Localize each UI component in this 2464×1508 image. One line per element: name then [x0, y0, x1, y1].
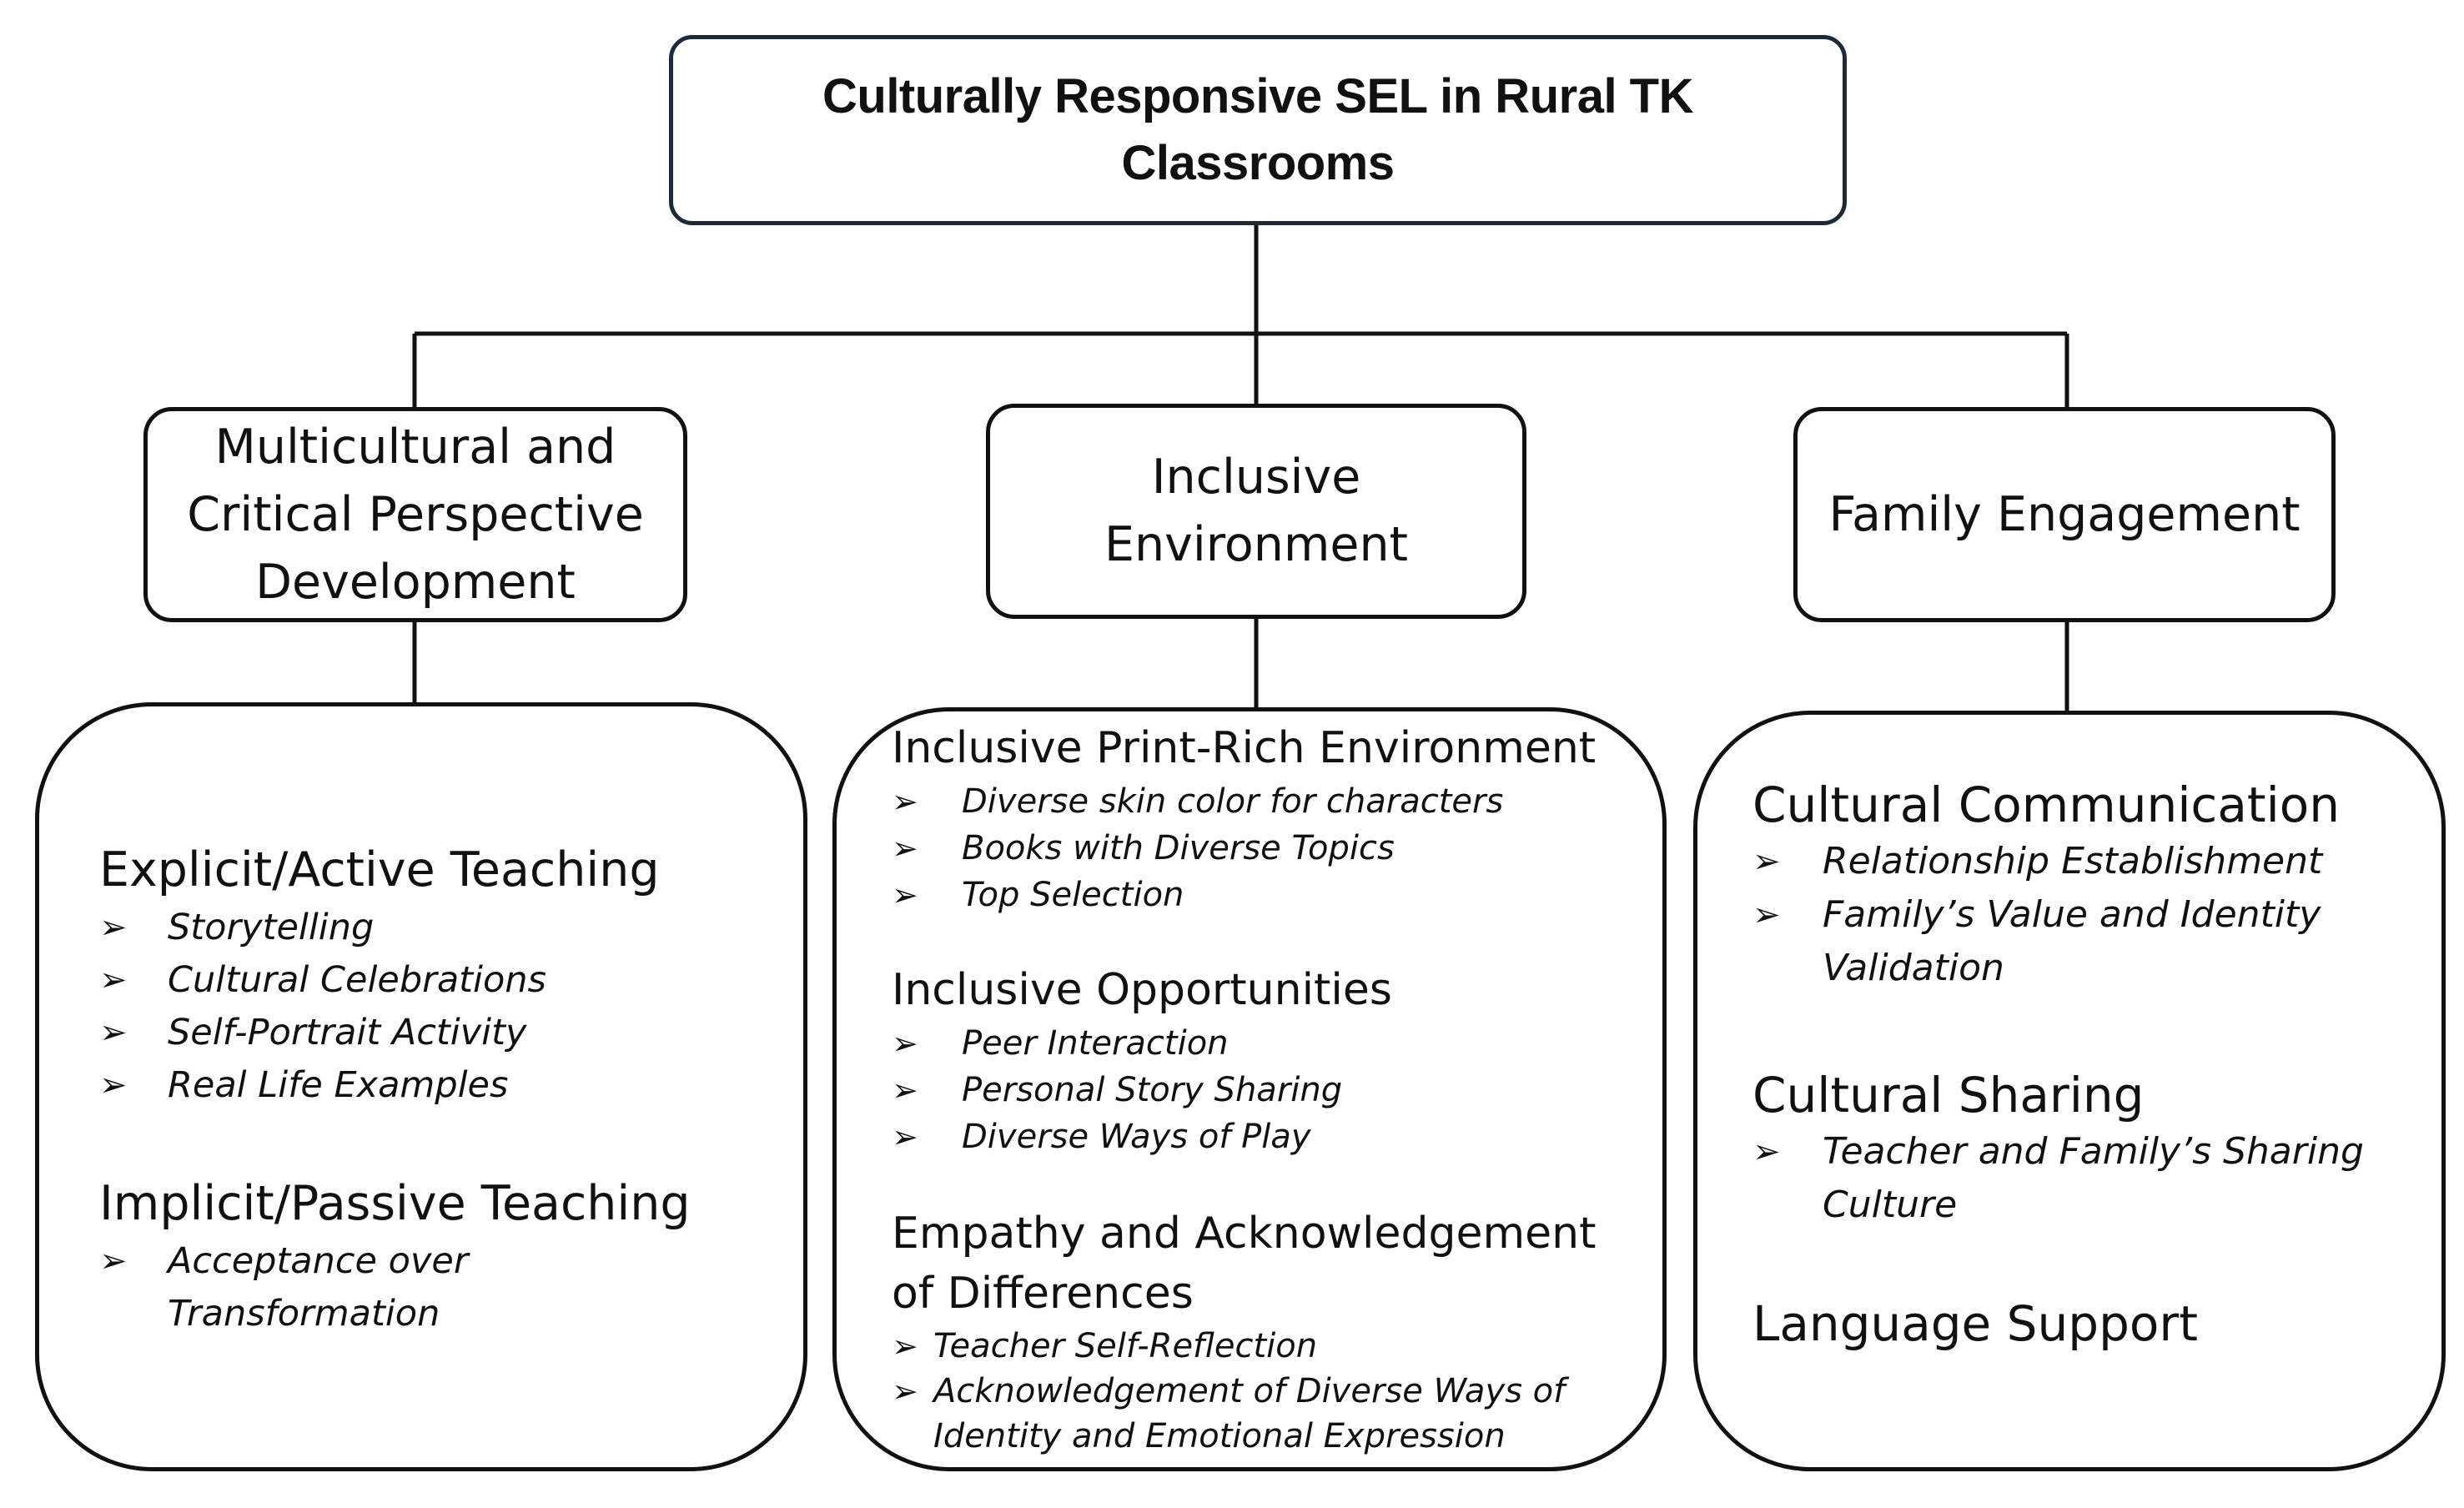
section-heading: Empathy and Acknowledgement of Differenc…: [892, 1209, 1597, 1319]
list-item: ➢Top Selection: [892, 872, 1626, 918]
section-cultural-communication: Cultural Communication ➢Relationship Est…: [1752, 775, 2411, 995]
section-language-support: Language Support: [1752, 1294, 2411, 1354]
bullet-list: ➢Diverse skin color for characters ➢Book…: [892, 778, 1626, 918]
list-item: ➢Books with Diverse Topics: [892, 825, 1626, 872]
section-heading: Cultural Communication: [1752, 777, 2340, 833]
section-heading: Implicit/Passive Teaching: [99, 1176, 691, 1231]
bullet-list: ➢Teacher Self-Reflection ➢Acknowledgemen…: [892, 1324, 1601, 1459]
section-inclusive-opportunities: Inclusive Opportunities ➢Peer Interactio…: [892, 960, 1626, 1160]
arrow-bullet-icon: ➢: [892, 830, 918, 867]
list-item: ➢Peer Interaction: [892, 1020, 1626, 1067]
section-implicit-teaching: Implicit/Passive Teaching ➢Acceptance ov…: [99, 1174, 691, 1340]
arrow-bullet-icon: ➢: [99, 1013, 128, 1052]
list-item: ➢Cultural Celebrations: [99, 954, 783, 1007]
arrow-bullet-icon: ➢: [892, 1118, 918, 1155]
section-cultural-sharing: Cultural Sharing ➢Teacher and Family’s S…: [1752, 1065, 2411, 1232]
section-print-rich: Inclusive Print-Rich Environment ➢Divers…: [892, 718, 1626, 918]
arrow-bullet-icon: ➢: [892, 1328, 918, 1365]
arrow-bullet-icon: ➢: [892, 1025, 918, 1062]
list-item: ➢Diverse Ways of Play: [892, 1113, 1626, 1160]
root-title: Culturally Responsive SEL in Rural TK Cl…: [822, 69, 1694, 190]
category-title: Multicultural and Critical Perspective D…: [187, 419, 644, 610]
section-heading: Explicit/Active Teaching: [99, 842, 660, 897]
category-title: Family Engagement: [1828, 486, 2301, 542]
arrow-bullet-icon: ➢: [1752, 842, 1781, 881]
detail-box-multicultural: Explicit/Active Teaching ➢Storytelling ➢…: [35, 702, 807, 1471]
list-item: ➢Teacher and Family’s Sharing Culture: [1752, 1125, 2411, 1232]
section-explicit-teaching: Explicit/Active Teaching ➢Storytelling ➢…: [99, 840, 783, 1112]
bullet-list: ➢Teacher and Family’s Sharing Culture: [1752, 1125, 2411, 1232]
section-heading: Inclusive Opportunities: [892, 965, 1392, 1015]
section-heading: Inclusive Print-Rich Environment: [892, 723, 1597, 773]
bullet-list: ➢Acceptance over Transformation: [99, 1235, 533, 1340]
section-heading: Cultural Sharing: [1752, 1067, 2145, 1123]
arrow-bullet-icon: ➢: [99, 1242, 128, 1280]
arrow-bullet-icon: ➢: [1752, 896, 1781, 934]
section-heading: Language Support: [1752, 1295, 2198, 1352]
bullet-list: ➢Storytelling ➢Cultural Celebrations ➢Se…: [99, 902, 783, 1112]
bullet-list: ➢Peer Interaction ➢Personal Story Sharin…: [892, 1020, 1626, 1160]
list-item: ➢Family’s Value and Identity Validation: [1752, 888, 2411, 995]
detail-box-family-engagement: Cultural Communication ➢Relationship Est…: [1693, 711, 2446, 1471]
list-item: ➢Teacher Self-Reflection: [892, 1324, 1601, 1369]
arrow-bullet-icon: ➢: [99, 961, 128, 999]
arrow-bullet-icon: ➢: [892, 877, 918, 913]
list-item: ➢Acknowledgement of Diverse Ways of Iden…: [892, 1369, 1601, 1459]
arrow-bullet-icon: ➢: [1752, 1133, 1781, 1171]
detail-box-inclusive-environment: Inclusive Print-Rich Environment ➢Divers…: [832, 707, 1667, 1471]
list-item: ➢Storytelling: [99, 902, 783, 954]
list-item: ➢Relationship Establishment: [1752, 835, 2411, 888]
arrow-bullet-icon: ➢: [99, 1066, 128, 1104]
list-item: ➢Real Life Examples: [99, 1059, 783, 1112]
section-empathy: Empathy and Acknowledgement of Differenc…: [892, 1204, 1601, 1459]
category-node-inclusive-environment: Inclusive Environment: [986, 404, 1526, 619]
category-node-family-engagement: Family Engagement: [1793, 407, 2336, 622]
root-node: Culturally Responsive SEL in Rural TK Cl…: [669, 35, 1847, 225]
bullet-list: ➢Relationship Establishment ➢Family’s Va…: [1752, 835, 2411, 995]
list-item: ➢Personal Story Sharing: [892, 1067, 1626, 1113]
arrow-bullet-icon: ➢: [892, 1373, 918, 1410]
category-title: Inclusive Environment: [1104, 450, 1408, 572]
list-item: ➢Diverse skin color for characters: [892, 778, 1626, 825]
category-node-multicultural: Multicultural and Critical Perspective D…: [143, 407, 687, 622]
list-item: ➢Acceptance over Transformation: [99, 1235, 533, 1340]
arrow-bullet-icon: ➢: [892, 783, 918, 820]
list-item: ➢Self-Portrait Activity: [99, 1007, 783, 1059]
arrow-bullet-icon: ➢: [99, 908, 128, 947]
arrow-bullet-icon: ➢: [892, 1072, 918, 1108]
